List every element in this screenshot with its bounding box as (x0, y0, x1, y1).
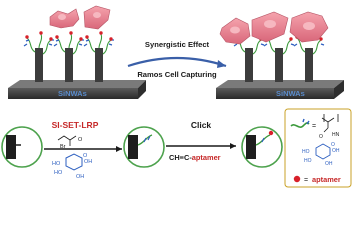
left-brushes (26, 33, 112, 55)
sugar1-label-o: O (83, 153, 88, 159)
right-substrate (216, 88, 334, 99)
left-sugar-ticks (23, 39, 114, 47)
arrow-label-top: Synergistic Effect (145, 40, 210, 49)
legend-struct-o: O (319, 134, 323, 140)
figure: SiNWAs (1, 5, 352, 188)
reagent-label-o: O (78, 137, 83, 143)
synergy-arrow: Synergistic Effect Ramos Cell Capturing (127, 40, 227, 79)
right-sugar-ticks (233, 43, 325, 47)
reaction-scheme: SI-SET-LRP O Br HO HO OH OH O Click (1, 108, 352, 188)
step1-label: SI-SET-LRP (52, 120, 99, 130)
right-substrate-group: SiNWAs (216, 11, 344, 99)
legend-sugar-ho-b: HO (304, 158, 312, 164)
reagent-label-br: Br (60, 144, 66, 150)
sugar1-label-oh-b: OH (76, 174, 84, 180)
legend-sugar-ho-a: HO (302, 149, 310, 155)
step2-label: Click (191, 120, 212, 130)
left-substrate-label: SiNWAs (58, 89, 87, 98)
sugar1-label-oh-a: OH (84, 159, 92, 165)
step2-reagent: CH≡C-aptamer (169, 153, 221, 162)
legend-sugar-oh-a: OH (332, 148, 340, 154)
arrow-label-bottom: Ramos Cell Capturing (137, 70, 217, 79)
legend-sugar-o: O (331, 142, 335, 148)
cell-left-1 (49, 8, 80, 29)
captured-cell-1 (219, 17, 251, 45)
left-aptamer-dots (25, 31, 113, 41)
captured-cell-3 (289, 11, 329, 43)
legend-aptamer-dot (293, 175, 301, 183)
stage-circle-1 (1, 126, 43, 168)
legend-equals-1: = (312, 123, 316, 130)
cell-left-2 (83, 5, 111, 30)
right-nanowires (245, 48, 313, 82)
legend-struct-hn: HN (332, 132, 340, 138)
legend-sugar-ring: HO HO OH OH O (302, 142, 340, 167)
captured-cell-2 (251, 11, 289, 43)
legend-sugar-oh-b: OH (325, 161, 333, 167)
legend-box: = O HN HO HO OH OH O = aptamer (284, 108, 352, 188)
right-substrate-label: SiNWAs (276, 89, 305, 98)
left-substrate (8, 88, 138, 99)
sugar1-label-ho-a: HO (52, 161, 61, 167)
stage-circle-2 (123, 126, 165, 168)
reagent-structure (57, 135, 77, 146)
left-nanowires (35, 48, 103, 82)
sugar1-label-ho-b: HO (54, 170, 63, 176)
legend-equals-2: = (304, 177, 308, 184)
stage-circle-3 (241, 126, 283, 168)
left-substrate-group: SiNWAs (8, 5, 146, 99)
legend-polymer-structure (321, 114, 339, 133)
legend-aptamer-label: aptamer (312, 175, 341, 184)
sugar-ring-1: HO HO OH OH O (52, 153, 92, 180)
